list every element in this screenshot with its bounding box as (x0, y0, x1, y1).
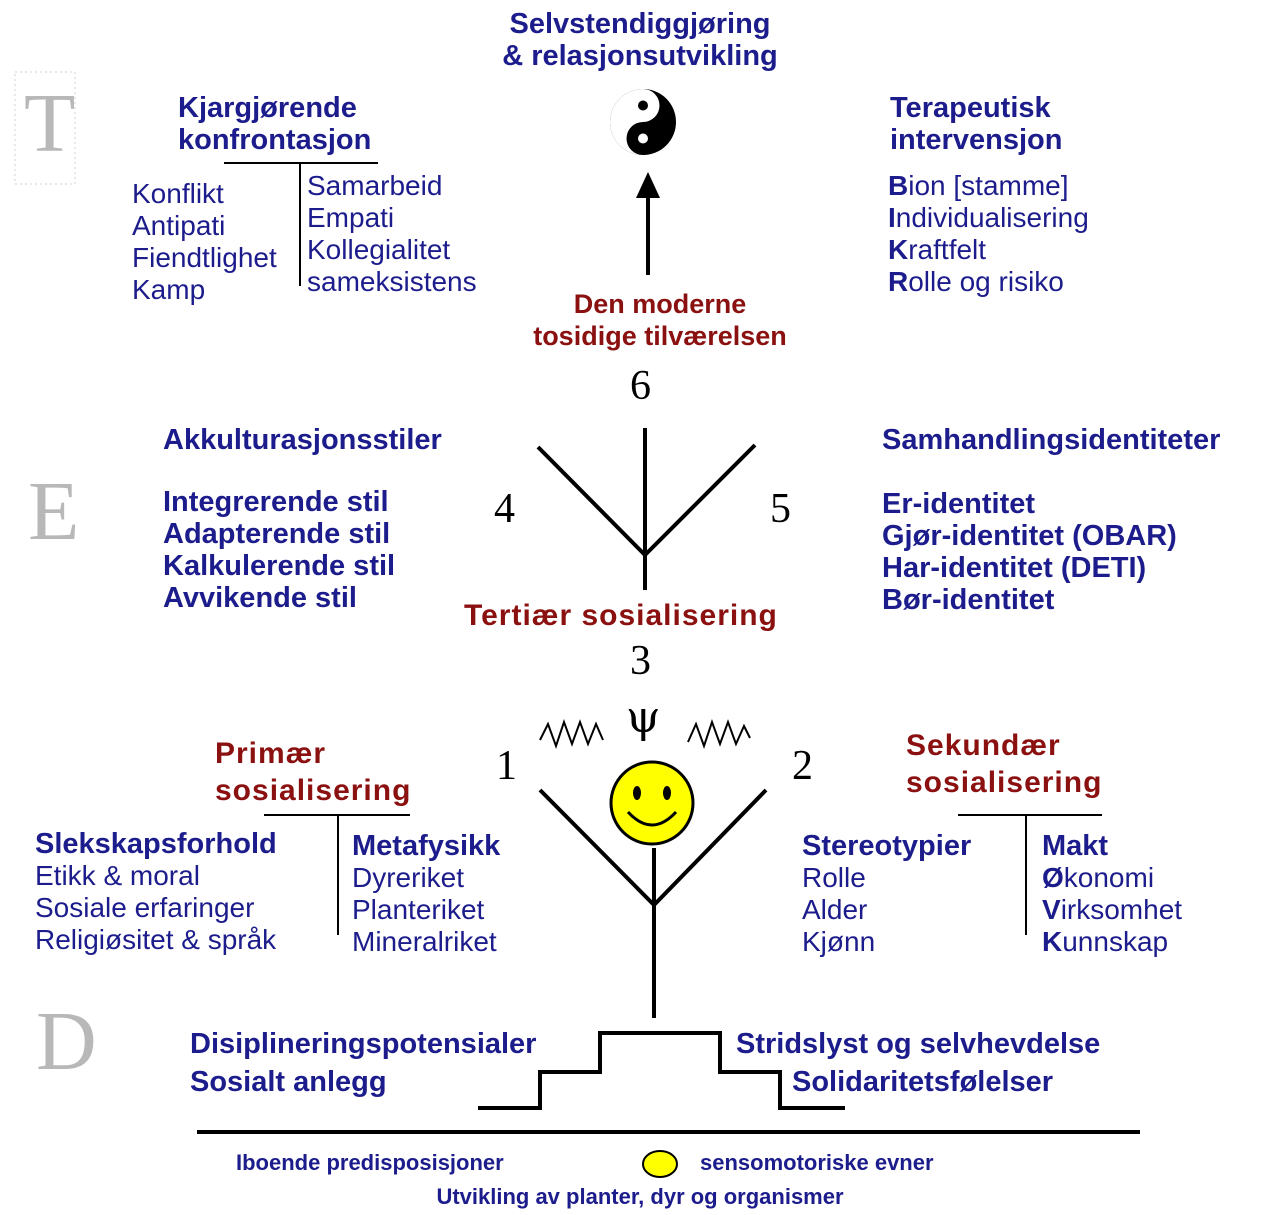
kjargjorende-title-line1: Kjargjørende (178, 92, 357, 124)
list-item: Adapterende stil (163, 518, 391, 550)
left-wave (539, 718, 604, 750)
list-item: Kunnskap (1042, 926, 1169, 957)
list-item: Religiøsitet & språk (35, 924, 277, 955)
list-item: Samarbeid (307, 170, 443, 201)
tertiaer-title: Tertiær sosialisering (464, 599, 778, 632)
list-item: Sosiale erfaringer (35, 892, 255, 923)
primaer-title-line1: Primær (215, 737, 327, 770)
list-item: sameksistens (307, 266, 477, 297)
sekundaer-title-line2: sosialisering (906, 766, 1103, 799)
letter-e: E (28, 465, 80, 558)
list-item: Kollegialitet (307, 234, 451, 265)
list-item: Virksomhet (1042, 894, 1183, 925)
sekundaer-title-line1: Sekundær (906, 729, 1061, 762)
list-item: Antipati (132, 210, 226, 241)
list-item: Empati (307, 202, 395, 233)
terapeutisk-title-line1: Terapeutisk (890, 92, 1051, 124)
number-3: 3 (630, 638, 651, 684)
lower-y-left-branch (538, 788, 656, 907)
number-6: 6 (630, 363, 651, 409)
list-item: Kalkulerende stil (163, 550, 396, 582)
sekundaer-left-title: Stereotypier (802, 830, 972, 862)
arrow-head (636, 172, 660, 198)
list-item: Har-identitet (DETI) (882, 552, 1147, 584)
list-item: Etikk & moral (35, 860, 200, 891)
list-item: Kjønn (802, 926, 876, 957)
upper-y-left-branch (536, 445, 647, 557)
samhandling-list: Er-identitet Gjør-identitet (OBAR) Har-i… (882, 488, 1177, 616)
letter-d: D (36, 995, 97, 1088)
sekundaer-left-list: Stereotypier Rolle Alder Kjønn (802, 830, 971, 958)
kjargjorende-title-line2: konfrontasjon (178, 124, 372, 156)
sekundaer-right-list: Makt Økonomi Virksomhet Kunnskap (1042, 830, 1182, 958)
moderne-title-line1: Den moderne (573, 289, 747, 319)
list-item: Bion [stamme] (888, 170, 1069, 201)
staircase (478, 1031, 845, 1110)
yin-yang-icon (610, 89, 676, 155)
upper-y-right-branch (643, 443, 757, 557)
base-left-line2: Sosialt anlegg (190, 1066, 387, 1098)
right-wave (687, 718, 751, 750)
list-item: Gjør-identitet (OBAR) (882, 520, 1177, 552)
primaer-left-title: Slekskapsforhold (35, 828, 277, 860)
kjargjorende-right-list: Samarbeid Empati Kollegialitet sameksist… (307, 170, 477, 298)
number-1: 1 (496, 743, 517, 789)
list-item: Rolle og risiko (888, 266, 1064, 297)
footer-circle-icon (642, 1150, 678, 1178)
footer-line2: Utvikling av planter, dyr og organismer (436, 1184, 844, 1209)
list-item: Dyreriket (352, 862, 465, 893)
letter-t: T (24, 77, 76, 170)
base-right-line2: Solidaritetsfølelser (792, 1066, 1054, 1098)
top-title-line1: Selvstendiggjøring (509, 8, 771, 40)
list-item: Er-identitet (882, 488, 1036, 520)
list-item: Mineralriket (352, 926, 497, 957)
moderne-title-line2: tosidige tilværelsen (533, 321, 787, 351)
number-5: 5 (770, 486, 791, 532)
list-item: Bør-identitet (882, 584, 1055, 616)
list-item: Fiendtlighet (132, 242, 277, 273)
terapeutisk-list: Bion [stamme] Individualisering Kraftfel… (888, 170, 1089, 298)
list-item: Planteriket (352, 894, 485, 925)
sekundaer-right-title: Makt (1042, 830, 1109, 862)
list-item: Konflikt (132, 178, 224, 209)
list-item: Individualisering (888, 202, 1089, 233)
footer-right-text: sensomotoriske evner (700, 1150, 934, 1175)
list-item: Kraftfelt (888, 234, 987, 265)
footer-left-text: Iboende predisposisjoner (236, 1150, 504, 1175)
lower-y-right-branch (652, 788, 768, 907)
number-4: 4 (494, 486, 515, 532)
list-item: Økonomi (1042, 862, 1155, 893)
psi-symbol: ψ (626, 692, 661, 743)
primaer-title-line2: sosialisering (215, 774, 412, 807)
t-frame (14, 71, 76, 185)
samhandling-title: Samhandlingsidentiteter (882, 424, 1221, 456)
kjargjorende-left-list: Konflikt Antipati Fiendtlighet Kamp (132, 178, 277, 306)
base-left-line1: Disiplineringspotensialer (190, 1028, 537, 1060)
list-item: Integrerende stil (163, 486, 389, 518)
smiley-icon (609, 760, 695, 846)
primaer-right-list: Metafysikk Dyreriket Planteriket Mineral… (352, 830, 500, 958)
list-item: Kamp (132, 274, 206, 305)
list-item: Avvikende stil (163, 582, 357, 614)
list-item: Rolle (802, 862, 866, 893)
list-item: Alder (802, 894, 868, 925)
number-2: 2 (792, 743, 813, 789)
top-title-line2: & relasjonsutvikling (502, 40, 778, 72)
akkulturasjon-title: Akkulturasjonsstiler (163, 424, 442, 456)
terapeutisk-title-line2: intervensjon (890, 124, 1063, 156)
primaer-left-list: Slekskapsforhold Etikk & moral Sosiale e… (35, 828, 277, 956)
primaer-right-title: Metafysikk (352, 830, 501, 862)
base-right-line1: Stridslyst og selvhevdelse (736, 1028, 1101, 1060)
akkulturasjon-list: Integrerende stil Adapterende stil Kalku… (163, 486, 395, 614)
